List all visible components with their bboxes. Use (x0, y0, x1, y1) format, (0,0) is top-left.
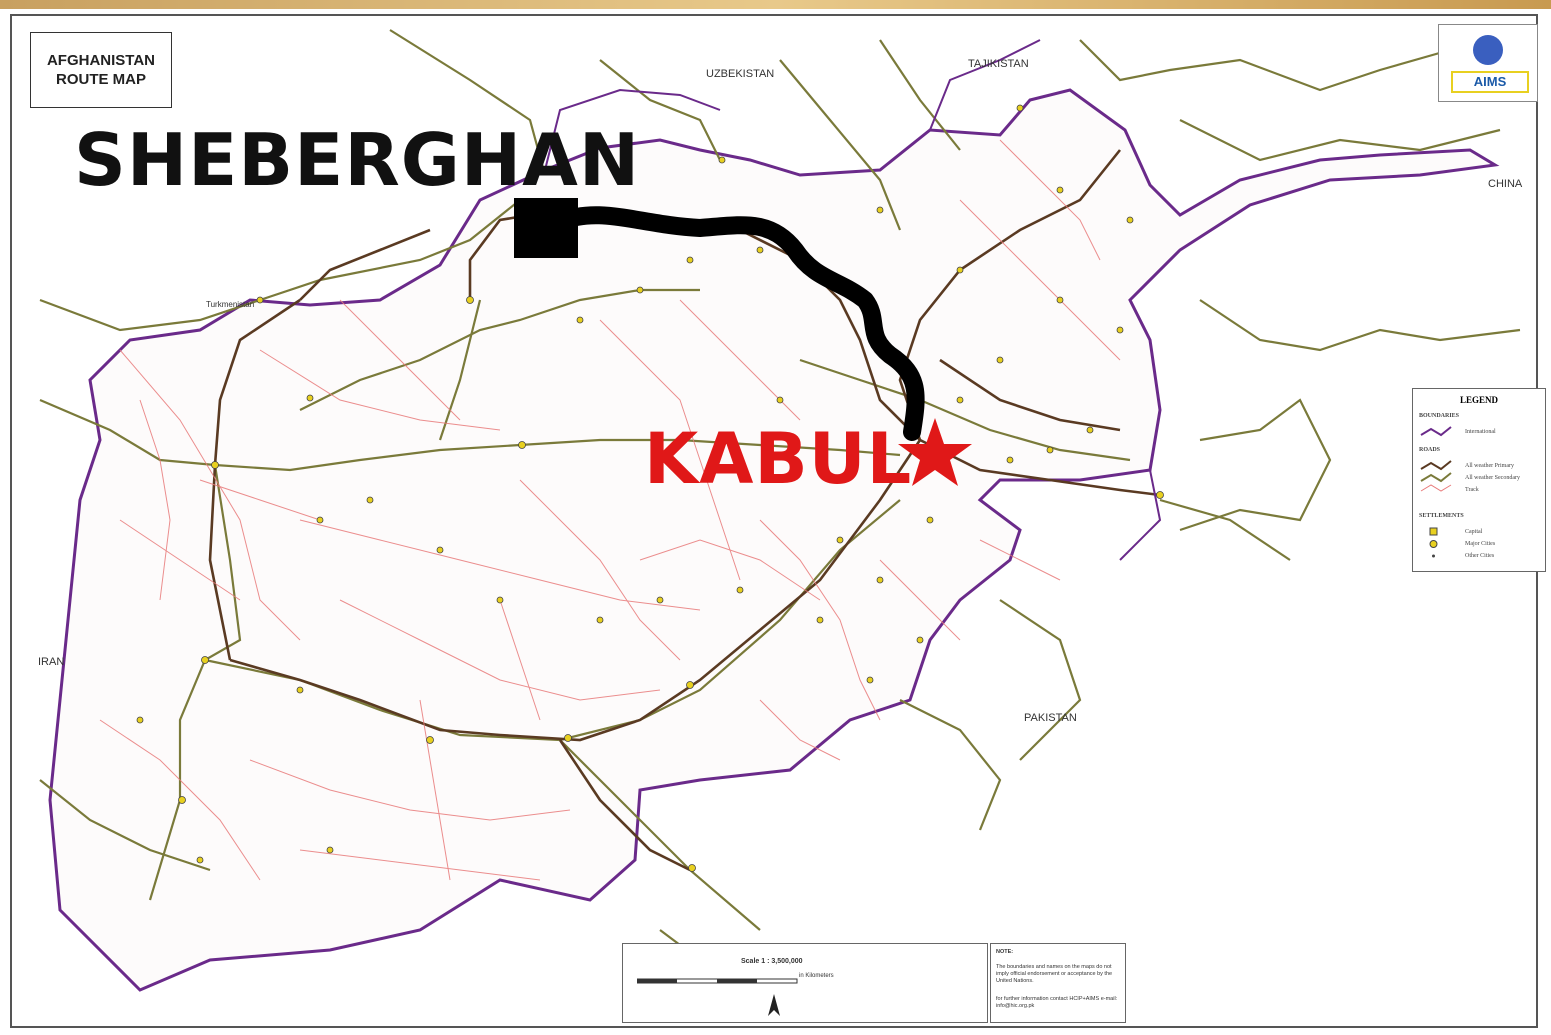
legend-settlement-swatches (1429, 527, 1438, 558)
country-iran: IRAN (38, 656, 65, 668)
legend-major: Major Cities (1465, 541, 1496, 547)
legend-other: Other Cities (1465, 553, 1495, 559)
north-arrow-icon (768, 994, 780, 1016)
legend-roads-heading: ROADS (1419, 447, 1441, 453)
international-borders (544, 39, 1162, 561)
route-line (551, 206, 925, 441)
legend-international: International (1465, 429, 1496, 435)
map-legend: LEGEND BOUNDARIES International ROADS Al… (1412, 388, 1546, 572)
un-emblem-icon (1473, 35, 1503, 65)
scale-bar (637, 978, 798, 984)
country-turkmenistan: Turkmenistan (206, 300, 255, 309)
settlement-dots (136, 104, 1164, 872)
legend-primary: All weather Primary (1465, 463, 1514, 469)
legend-settlements-heading: SETTLEMENTS (1419, 513, 1464, 519)
note-body: The boundaries and names on the maps do … (996, 964, 1113, 984)
track-roads (99, 139, 1121, 881)
kabul-label: KABUL (644, 418, 913, 500)
country-uzbekistan: UZBEKISTAN (706, 68, 775, 80)
aims-label: AIMS (1451, 71, 1529, 93)
sheberghan-label: SHEBERGHAN (74, 118, 641, 202)
note-box: NOTE: The boundaries and names on the ma… (990, 943, 1126, 1023)
top-header-strip (0, 0, 1551, 9)
legend-international-swatch (1420, 426, 1452, 437)
country-china: CHINA (1488, 178, 1523, 190)
legend-secondary: All weather Secondary (1465, 475, 1520, 481)
note-title: NOTE: (996, 949, 1014, 955)
scale-box: Scale 1 : 3,500,000 in Kilometers (622, 943, 988, 1023)
legend-boundaries-heading: BOUNDARIES (1419, 413, 1460, 419)
map-title-line2: ROUTE MAP (56, 71, 146, 88)
country-pakistan: PAKISTAN (1024, 712, 1077, 724)
kabul-star-marker (898, 418, 972, 486)
scale-title: Scale 1 : 3,500,000 (741, 958, 803, 965)
afghanistan-border (48, 88, 1500, 992)
legend-road-swatches (1420, 460, 1452, 492)
legend-track: Track (1465, 487, 1479, 493)
map-title-box: AFGHANISTAN ROUTE MAP (30, 32, 172, 108)
aims-logo-box: AIMS (1438, 24, 1538, 102)
legend-title: LEGEND (1459, 395, 1498, 405)
note-contact: for further information contact HCIP+AIM… (996, 996, 1118, 1009)
country-tajikistan: TAJIKISTAN (968, 58, 1029, 70)
legend-capital: Capital (1465, 529, 1483, 535)
sheberghan-marker (514, 198, 578, 258)
map-title-line1: AFGHANISTAN (46, 52, 156, 69)
scale-unit: in Kilometers (799, 973, 834, 979)
